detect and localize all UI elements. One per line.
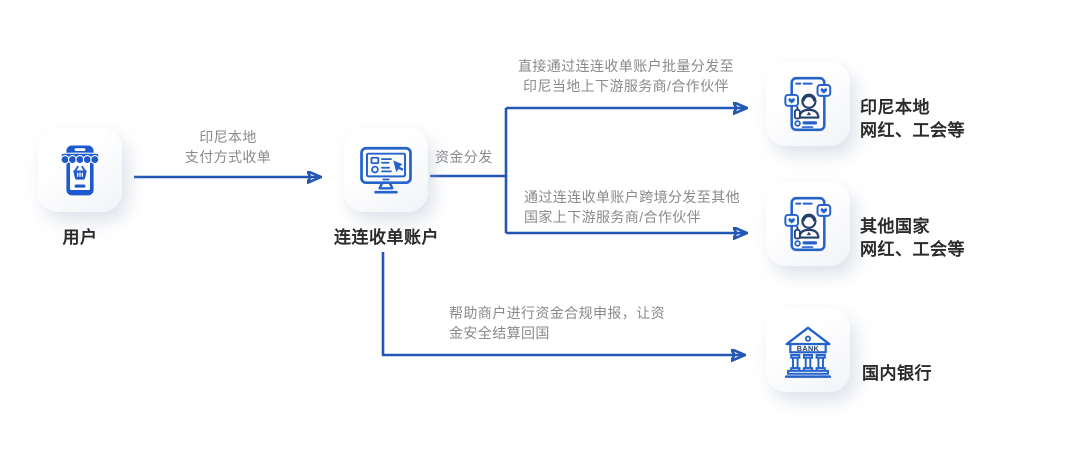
account-node-label: 连连收单账户 [334,228,439,247]
other-influencers-label: 其他国家 网红、工会等 [860,215,965,261]
store-phone-icon [51,141,109,199]
local-influencers-label: 印尼本地 网红、工会等 [860,96,965,142]
monitor-icon [357,141,415,199]
influencer-phone-icon [779,195,837,253]
edge-label-line: 印尼当地上下游服务商/合作伙伴 [523,78,729,94]
local-influencers-node-card [766,62,850,146]
edge-label-line: 帮助商户进行资金合规申报，让资 [449,305,665,321]
influencer-phone-icon [779,75,837,133]
node-label-line: 印尼本地 [860,98,930,117]
arrow-to-bank [381,252,744,355]
edge-label-line: 印尼本地 [199,129,257,145]
other-influencers-node-card [766,182,850,266]
user-node-card [38,128,122,212]
user-node-label: 用户 [62,228,98,247]
edge-label-line: 国家上下游服务商/合作伙伴 [524,209,702,225]
edge-label-line: 金安全结算回国 [449,325,550,341]
edge-label-user-to-account: 印尼本地 支付方式收单 [148,127,308,167]
node-label-line: 网红、工会等 [860,121,965,140]
account-node-card [344,128,428,212]
bank-node-label: 国内银行 [862,364,932,383]
edge-label-to-other: 通过连连收单账户跨境分发至其他 国家上下游服务商/合作伙伴 [524,187,740,227]
edge-label-to-local: 直接通过连连收单账户批量分发至 印尼当地上下游服务商/合作伙伴 [500,56,752,96]
edge-label-line: 支付方式收单 [184,149,272,165]
fund-distribution-label: 资金分发 [435,149,493,165]
edge-label-line: 直接通过连连收单账户批量分发至 [518,58,734,74]
node-label-line: 其他国家 [860,217,930,236]
edge-label-to-bank: 帮助商户进行资金合规申报，让资 金安全结算回国 [449,303,665,343]
node-label-line: 网红、工会等 [860,240,965,259]
edge-label-line: 通过连连收单账户跨境分发至其他 [524,189,740,205]
bank-icon [779,321,837,379]
bank-node-card [766,308,850,392]
